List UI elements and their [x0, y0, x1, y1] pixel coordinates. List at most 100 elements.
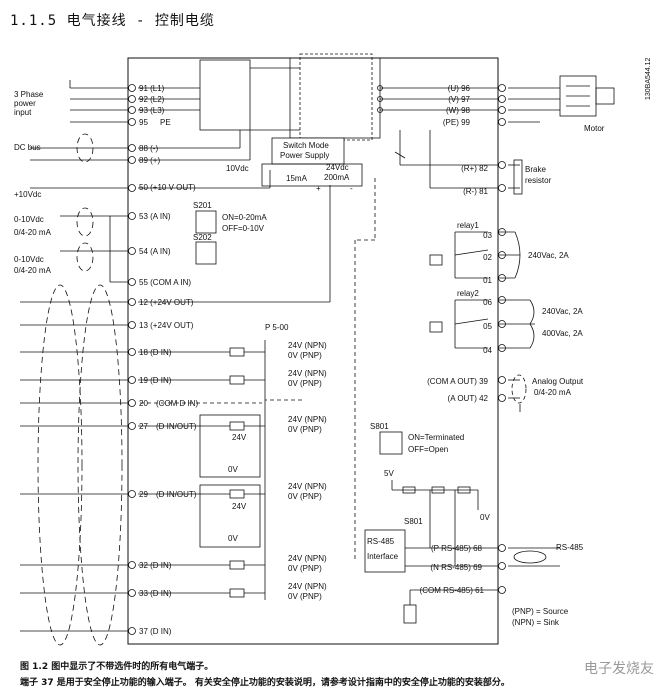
output-wiring — [498, 87, 560, 567]
s202-label: S202 — [193, 233, 212, 242]
terminal-screw — [498, 376, 506, 384]
dip-switches-ain — [195, 210, 217, 265]
terminal-screw — [128, 348, 136, 356]
terminal-20: 20 — [139, 399, 148, 408]
relay2-rating-2: 400Vac, 2A — [542, 329, 583, 338]
brake-label-2: resistor — [525, 176, 552, 185]
terminal-93: 93 (L3) — [139, 106, 165, 115]
analog-out-label-2: 0/4-20 mA — [534, 388, 572, 397]
s801-label-2: S801 — [404, 517, 423, 526]
supply-24v: 24Vdc — [326, 163, 349, 172]
terminal-03: 03 — [483, 231, 492, 240]
relay2-rating-1: 240Vac, 2A — [542, 307, 583, 316]
terminal-screw — [128, 422, 136, 430]
terminal-19: 19 (D IN) — [139, 376, 172, 385]
terminal-screw — [128, 490, 136, 498]
terminal-88: 88 (-) — [139, 144, 158, 153]
terminal-06: 06 — [483, 298, 492, 307]
caption-figure: 图 1.2 图中显示了不带选件时的所有电气端子。 — [20, 662, 214, 672]
pnp-27: 0V (PNP) — [288, 425, 322, 434]
terminal-33: 33 (D IN) — [139, 589, 172, 598]
smps-box — [271, 137, 345, 165]
terminal-screw — [128, 399, 136, 407]
power-stage — [138, 53, 498, 189]
rs-desc-1: ON=Terminated — [408, 433, 464, 442]
input-wiring — [30, 80, 128, 283]
ain1-label-2: 0/4-20 mA — [14, 228, 52, 237]
v24-29: 24V — [232, 502, 247, 511]
v0-27: 0V — [228, 465, 238, 474]
terminal-61: (COM RS-485) 61 — [420, 586, 485, 595]
terminal-screw — [128, 84, 136, 92]
legend-npn: (NPN) = Sink — [512, 618, 560, 627]
pnp-19: 0V (PNP) — [288, 379, 322, 388]
terminal-68: (P RS-485) 68 — [431, 544, 483, 553]
pnp-33: 0V (PNP) — [288, 592, 322, 601]
v0-29: 0V — [228, 534, 238, 543]
terminal-screw — [128, 298, 136, 306]
three-phase-label-1: 3 Phase — [14, 90, 44, 99]
v24-27: 24V — [232, 433, 247, 442]
terminal-screw — [498, 586, 506, 594]
supply-200ma: 200mA — [324, 173, 350, 182]
relay1-label: relay1 — [457, 221, 479, 230]
terminal-92: 92 (L2) — [139, 95, 165, 104]
terminal-96: (U) 96 — [448, 84, 471, 93]
ain2-label-1: 0-10Vdc — [14, 255, 44, 264]
terminal-screw — [128, 156, 136, 164]
terminal-screw — [498, 161, 506, 169]
terminal-screw — [498, 95, 506, 103]
terminal-32: 32 (D IN) — [139, 561, 172, 570]
right-terminals — [498, 84, 506, 594]
npn-33: 24V (NPN) — [288, 582, 327, 591]
terminal-02: 02 — [483, 253, 492, 262]
three-phase-label-2: power — [14, 99, 36, 108]
terminal-99: (PE) 99 — [443, 118, 471, 127]
terminal-screw — [498, 562, 506, 570]
terminal-screw — [128, 247, 136, 255]
watermark: 电子发烧友 — [584, 661, 654, 677]
supply-10v: 10Vdc — [226, 164, 249, 173]
terminal-39: (COM A OUT) 39 — [427, 377, 488, 386]
terminal-screw — [128, 118, 136, 126]
terminal-29: 29 — [139, 490, 148, 499]
ain2-label-2: 0/4-20 mA — [14, 266, 52, 275]
left-terminals — [128, 84, 136, 635]
ain-desc-1: ON=0-20mA — [222, 213, 267, 222]
terminal-27: 27 — [139, 422, 148, 431]
s201-label: S201 — [193, 201, 212, 210]
terminal-89: 89 (+) — [139, 156, 160, 165]
npn-18: 24V (NPN) — [288, 341, 327, 350]
terminal-screw — [128, 561, 136, 569]
cable-shields — [37, 133, 123, 646]
terminal-screw — [498, 84, 506, 92]
ain-desc-2: OFF=0-10V — [222, 224, 265, 233]
terminal-screw — [128, 589, 136, 597]
terminal-81: (R-) 81 — [463, 187, 488, 196]
npn-29: 24V (NPN) — [288, 482, 327, 491]
terminal-pe: PE — [160, 118, 171, 127]
s801-label: S801 — [370, 422, 389, 431]
terminal-12: 12 (+24V OUT) — [139, 298, 194, 307]
motor-label: Motor — [584, 124, 605, 133]
terminal-13: 13 (+24V OUT) — [139, 321, 194, 330]
three-phase-label-3: input — [14, 108, 32, 117]
v0-rs: 0V — [480, 513, 490, 522]
p500-label: P 5-00 — [265, 323, 289, 332]
terminal-screw — [498, 544, 506, 552]
terminal-screw — [128, 212, 136, 220]
terminal-screw — [128, 95, 136, 103]
relays — [429, 231, 489, 349]
terminal-screw — [128, 278, 136, 286]
terminal-04: 04 — [483, 346, 492, 355]
rs485-circuit — [364, 431, 498, 624]
rs485-label: RS-485 — [556, 543, 584, 552]
terminal-screw — [498, 118, 506, 126]
supply-minus: - — [350, 184, 353, 193]
supply-plus: + — [316, 184, 321, 193]
doc-code: 130BA544.12 — [645, 57, 652, 100]
terminal-27-desc: (D IN/OUT) — [156, 422, 197, 431]
supply-15ma: 15mA — [286, 174, 308, 183]
terminal-screw — [128, 106, 136, 114]
